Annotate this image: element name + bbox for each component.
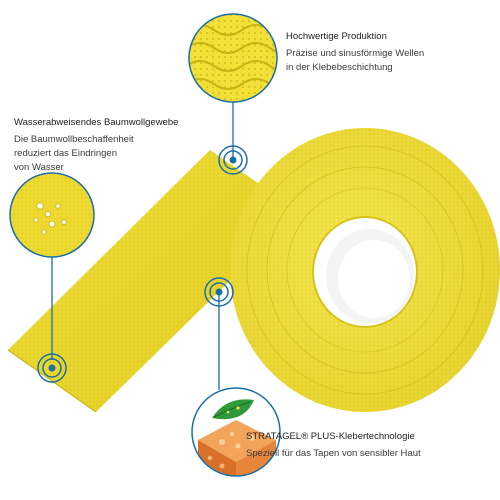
callout-title: Hochwertige Produktion — [286, 31, 387, 42]
callout-body: Speziell für das Tapen von sensibler Hau… — [246, 448, 421, 459]
callout-body: Präzise und sinusförmige Wellen in der K… — [286, 48, 425, 73]
leaf-icon — [212, 399, 254, 420]
zoom-skin-adhesive — [191, 387, 281, 477]
callout-fabric: Wasserabweisendes Baumwollgewebe Die Bau… — [14, 116, 204, 175]
target-marker-icon — [204, 277, 234, 307]
tape-strip — [7, 150, 300, 413]
target-marker-icon — [37, 353, 67, 383]
callout-production: Hochwertige Produktion Präzise und sinus… — [286, 30, 491, 75]
callout-title: STRATAGEL® PLUS-Klebertechnologie — [246, 431, 415, 442]
target-marker-icon — [218, 145, 248, 175]
callout-title: Wasserabweisendes Baumwollgewebe — [14, 117, 179, 128]
callout-adhesive: STRATAGEL® PLUS-Klebertechnologie Spezie… — [246, 430, 496, 461]
tape-roll — [230, 128, 500, 412]
callout-body: Die Baumwollbeschaffenheit reduziert das… — [14, 134, 134, 173]
zoom-adhesive-waves — [188, 13, 278, 103]
water-droplets-icon — [9, 172, 95, 258]
